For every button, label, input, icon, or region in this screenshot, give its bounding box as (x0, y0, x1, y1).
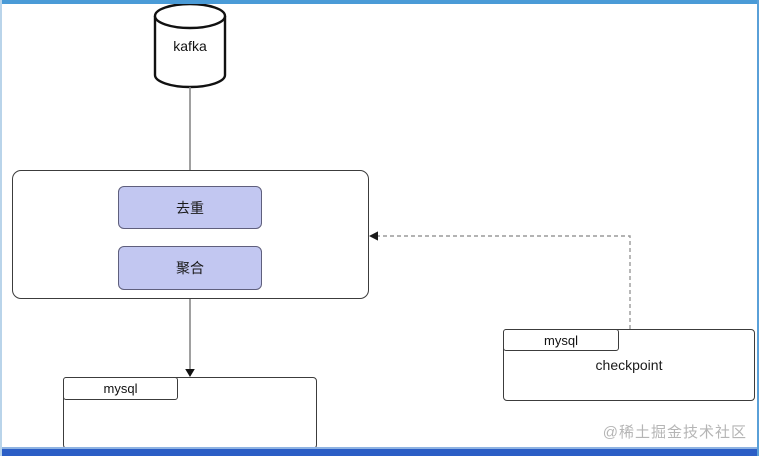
arrowhead-down-icon (185, 369, 195, 377)
checkpoint-label: checkpoint (595, 357, 663, 373)
right-border-line (757, 0, 759, 456)
arrowhead-left-icon (369, 231, 378, 241)
aggregate-step: 聚合 (118, 246, 262, 290)
sink-db-box: mysql (63, 377, 317, 449)
dedupe-step: 去重 (118, 186, 262, 229)
checkpoint-db-tab-label: mysql (544, 332, 578, 348)
pipeline-box: 去重 聚合 (12, 170, 369, 299)
sink-db-tab-label: mysql (103, 381, 138, 396)
sink-db-tab: mysql (63, 377, 178, 400)
top-border-bar (0, 0, 759, 4)
aggregate-step-label: 聚合 (176, 260, 204, 276)
bottom-border-bar (0, 447, 759, 456)
kafka-cylinder-shape (153, 2, 227, 89)
connector-checkpoint-pipeline (378, 235, 631, 329)
checkpoint-db-box: mysql checkpoint (503, 329, 755, 401)
dedupe-step-label: 去重 (176, 199, 204, 216)
kafka-label: kafka (173, 38, 207, 54)
checkpoint-db-tab: mysql (503, 329, 619, 351)
left-border-line (0, 0, 2, 456)
watermark: @稀土掘金技术社区 (602, 424, 747, 441)
